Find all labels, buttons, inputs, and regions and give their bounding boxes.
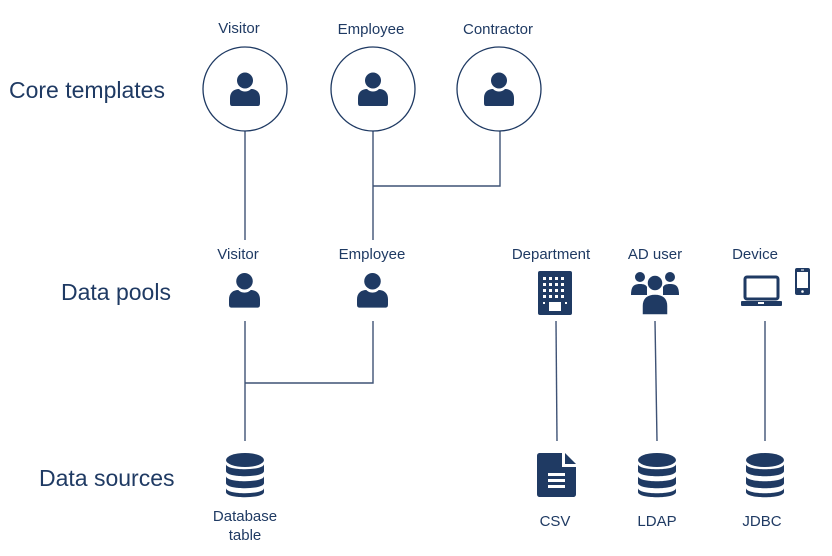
data-pool-device[interactable]: Device <box>732 246 810 306</box>
laptop-icon <box>741 275 782 306</box>
user-icon <box>229 272 260 308</box>
data-pool-ad-user[interactable]: AD user <box>628 246 682 316</box>
user-group-icon <box>631 272 679 316</box>
row-label-data-sources: Data sources <box>39 465 175 491</box>
data-source-label: LDAP <box>637 513 676 530</box>
data-pool-label: Visitor <box>217 246 258 263</box>
row-label-data-pools: Data pools <box>61 279 171 305</box>
connector-contractor-template-to-employee-pool <box>373 131 501 187</box>
template-circle <box>202 46 288 132</box>
core-template-employee[interactable]: Employee <box>330 21 416 132</box>
core-template-visitor[interactable]: Visitor <box>202 20 288 132</box>
smartphone-icon <box>795 268 810 295</box>
core-template-label: Employee <box>338 21 405 38</box>
core-template-label: Contractor <box>463 21 533 38</box>
data-source-csv[interactable]: CSV <box>537 453 576 530</box>
template-circle <box>330 46 416 132</box>
data-source-label-line2: table <box>229 527 262 544</box>
building-icon <box>538 271 572 315</box>
data-source-ldap[interactable]: LDAP <box>637 453 677 530</box>
user-icon <box>357 272 388 308</box>
data-pool-employee[interactable]: Employee <box>339 246 406 308</box>
data-pool-label: Employee <box>339 246 406 263</box>
data-source-label-line1: Database <box>213 508 277 525</box>
database-icon <box>226 453 264 498</box>
data-pool-label: Department <box>512 246 591 263</box>
connector-ad-user-to-ldap <box>654 320 658 442</box>
data-source-jdbc[interactable]: JDBC <box>742 453 784 530</box>
core-template-label: Visitor <box>218 20 259 37</box>
row-label-core-templates: Core templates <box>9 77 165 103</box>
data-source-database-table[interactable]: Database table <box>213 453 277 544</box>
data-pool-label: AD user <box>628 246 682 263</box>
data-pool-department[interactable]: Department <box>512 246 591 315</box>
connector-employee-pool-to-database <box>245 321 374 384</box>
database-icon <box>746 453 784 498</box>
template-circle <box>456 46 542 132</box>
data-pool-label: Device <box>732 246 778 263</box>
connectors <box>244 131 766 442</box>
data-source-label: CSV <box>540 513 571 530</box>
document-icon <box>537 453 576 497</box>
data-source-label: JDBC <box>742 513 781 530</box>
data-pool-visitor[interactable]: Visitor <box>217 246 260 308</box>
core-template-contractor[interactable]: Contractor <box>456 21 542 132</box>
connector-department-to-csv <box>555 320 558 442</box>
database-icon <box>638 453 676 498</box>
